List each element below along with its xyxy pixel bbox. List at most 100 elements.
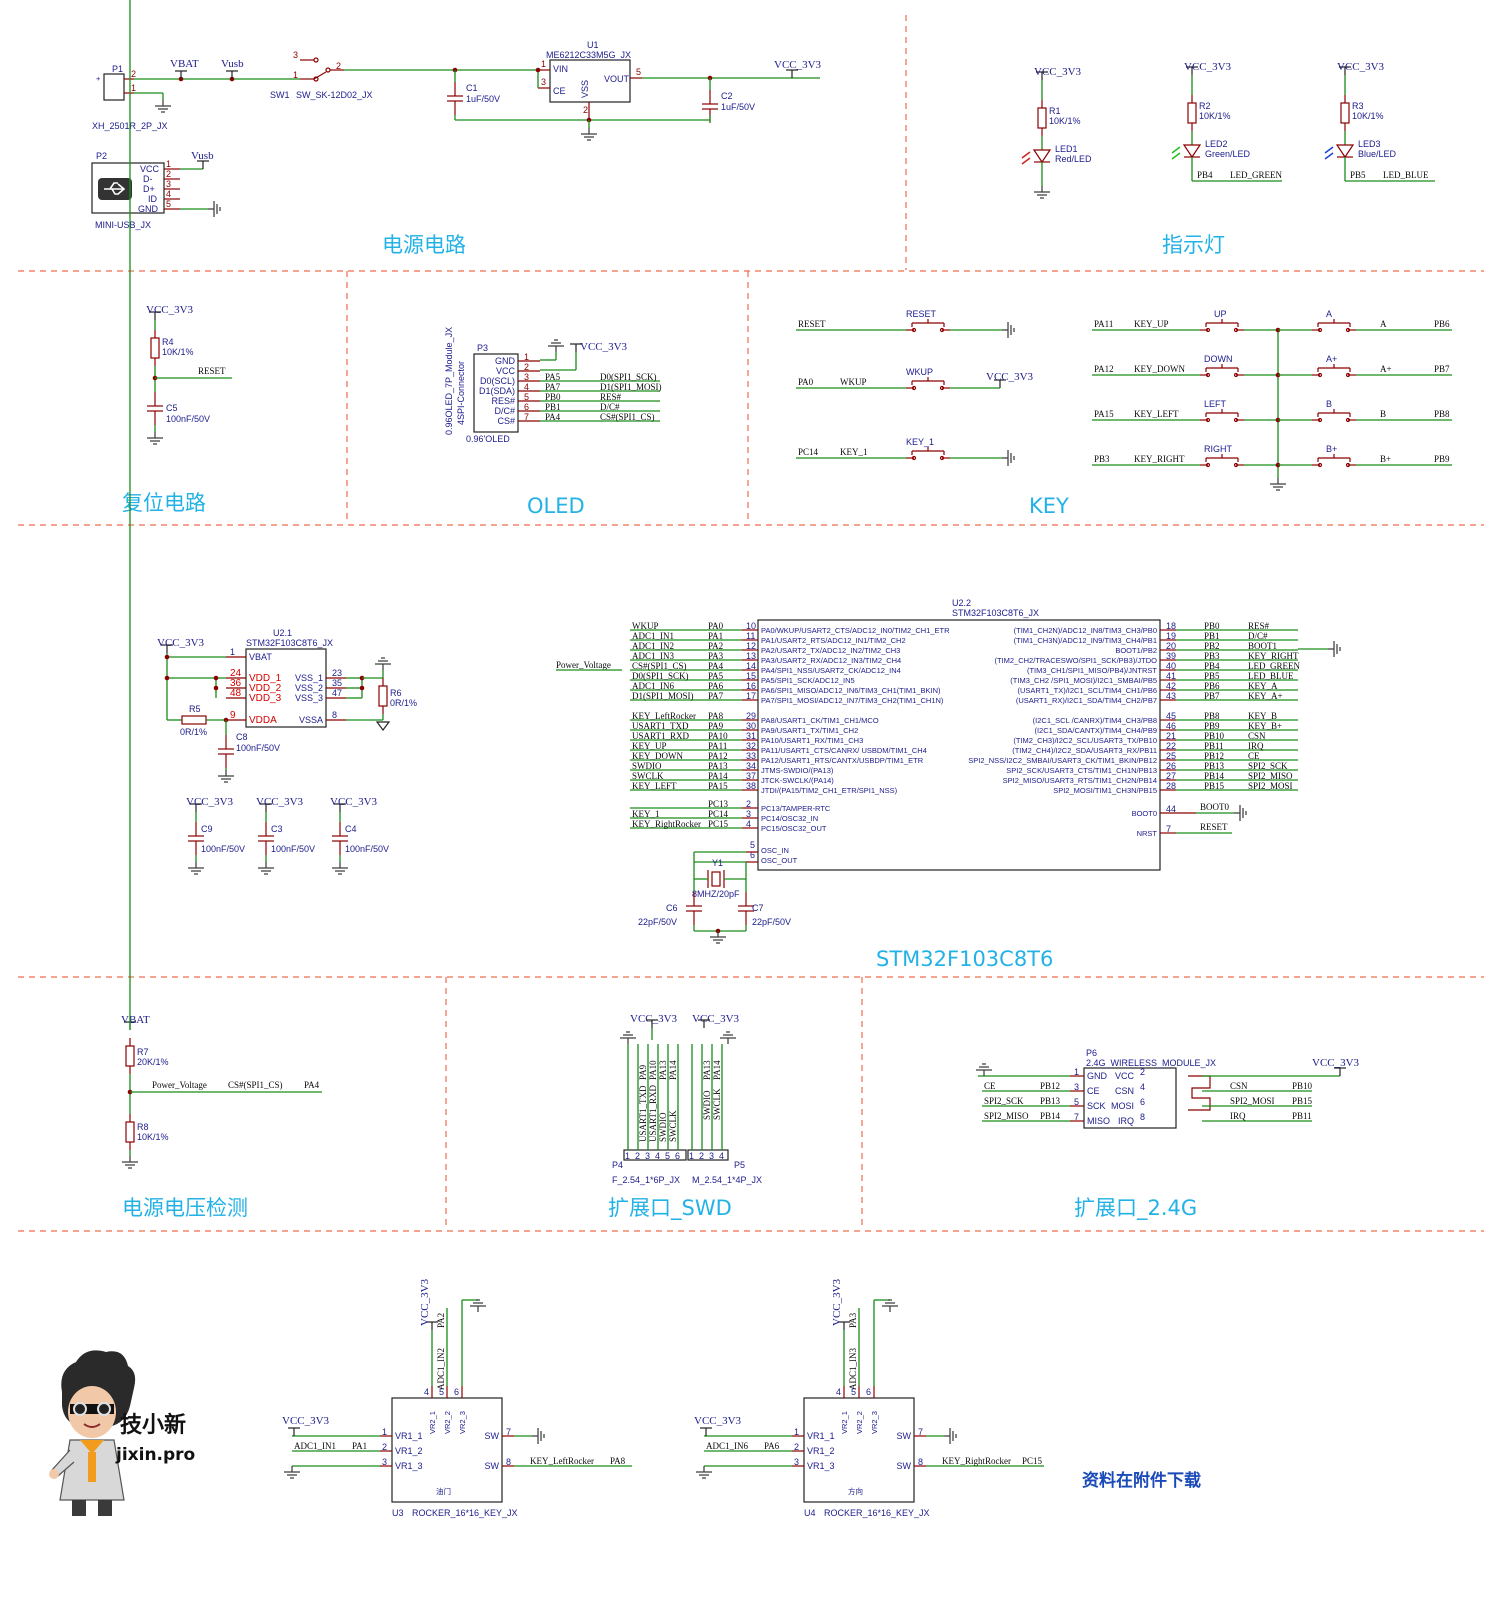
svg-text:10K/1%: 10K/1% xyxy=(137,1132,169,1142)
svg-text:5: 5 xyxy=(166,199,171,209)
pin-number: 1 xyxy=(794,1427,799,1437)
port-label: PA1 xyxy=(708,631,723,641)
pin-name: VR2_1 xyxy=(428,1411,437,1434)
signal-label: D/C# xyxy=(1248,631,1268,641)
vcc-net-label: VCC_3V3 xyxy=(1034,66,1082,78)
pushbutton xyxy=(1311,318,1357,333)
svg-text:CS#(SPI1_CS): CS#(SPI1_CS) xyxy=(228,1080,283,1090)
vcc-net-label: VCC_3V3 xyxy=(774,59,822,71)
pin-name: VR2_1 xyxy=(840,1411,849,1434)
key-name: A+ xyxy=(1326,354,1337,364)
pin-number: 33 xyxy=(746,751,756,761)
pin-name: VSS_2 xyxy=(295,683,323,693)
pin-function: SPI2_NSS/I2C2_SMBAI/USART3_CK/TIM1_BKIN/… xyxy=(968,756,1157,765)
signal-label: CS#(SPI1_CS) xyxy=(632,661,687,671)
oled-pin-name: GND xyxy=(495,356,516,366)
led-resistor xyxy=(1187,94,1197,132)
port-label: PA15 xyxy=(708,781,728,791)
port-label: PB7 xyxy=(1204,691,1220,701)
cap-value: 100nF/50V xyxy=(345,844,389,854)
port-label: PB8 xyxy=(1204,711,1220,721)
pin-name: SW xyxy=(897,1431,912,1441)
led-ref: LED1 xyxy=(1055,144,1078,154)
port-label: PB10 xyxy=(1204,731,1225,741)
svg-text:0R/1%: 0R/1% xyxy=(390,698,417,708)
pin-number: 6 xyxy=(750,850,755,860)
svg-text:VIN: VIN xyxy=(553,64,568,74)
resistor-value: 10K/1% xyxy=(1199,111,1231,121)
signal-label: SWCLK xyxy=(668,1110,678,1142)
signal-label: ADC1_IN3 xyxy=(632,651,674,661)
u1-ref: U1 xyxy=(587,40,599,50)
svg-text:2: 2 xyxy=(131,69,136,79)
pin-number: 6 xyxy=(454,1387,459,1397)
net-label: PA0 xyxy=(798,377,814,387)
pin-number: 4 xyxy=(424,1387,429,1397)
pin-number: 2 xyxy=(382,1442,387,1452)
rocker-name: 油门 xyxy=(436,1486,451,1496)
key-name: RIGHT xyxy=(1204,444,1233,454)
signal-label: KEY_LEFT xyxy=(1134,409,1179,419)
led-resistor xyxy=(1037,99,1047,137)
svg-text:3: 3 xyxy=(166,179,171,189)
signal-label: SWDIO xyxy=(658,1112,668,1142)
svg-text:GND: GND xyxy=(138,204,159,214)
section-title-ext-24g: 扩展口_2.4G xyxy=(1074,1196,1197,1221)
pin-name: VR1_3 xyxy=(807,1461,835,1471)
port-label: PB13 xyxy=(1040,1096,1061,1106)
signal-label: LED_GREEN xyxy=(1248,661,1300,671)
pushbutton xyxy=(1311,363,1357,378)
pin-number: 10 xyxy=(746,621,756,631)
cap-value: 100nF/50V xyxy=(201,844,245,854)
svg-text:VCC_3V3: VCC_3V3 xyxy=(1312,1057,1360,1069)
led-light-icon xyxy=(1021,151,1031,165)
pin-function: PA12/USART1_RTS/CANTX/USBDP/TIM1_ETR xyxy=(761,756,924,765)
signal-label: KEY_B xyxy=(1248,711,1277,721)
oled-pin-name: RES# xyxy=(491,396,515,406)
signal-label: SPI2_SCK xyxy=(984,1096,1024,1106)
svg-text:1: 1 xyxy=(541,59,546,69)
pin-number: 36 xyxy=(230,678,242,689)
vcc-net-label: VCC_3V3 xyxy=(1337,61,1385,73)
port-label: PA15 xyxy=(1094,409,1114,419)
svg-text:U2.2: U2.2 xyxy=(952,598,971,608)
pin-function: PA9/USART1_TX/TIM1_CH2 xyxy=(761,726,858,735)
pin-number: 1 xyxy=(689,1151,694,1161)
led-resistor xyxy=(1340,94,1350,132)
port-label: PB1 xyxy=(545,402,561,412)
signal-label: WKUP xyxy=(840,377,867,387)
pin-number: 7 xyxy=(1074,1112,1079,1122)
pin-function: PC13/TAMPER-RTC xyxy=(761,804,831,813)
pin-name: VR1_2 xyxy=(395,1446,423,1456)
svg-text:R4: R4 xyxy=(162,337,174,347)
svg-text:VCC_3V3: VCC_3V3 xyxy=(630,1013,678,1025)
port-label: PA3 xyxy=(848,1312,858,1328)
port-label: PC15 xyxy=(708,819,729,829)
pin-number: 11 xyxy=(746,631,755,641)
pin-name: IRQ xyxy=(1118,1116,1134,1126)
pin-number: 24 xyxy=(230,668,242,679)
mascot-icon xyxy=(49,1350,136,1516)
svg-text:R6: R6 xyxy=(390,688,402,698)
pin-number: 7 xyxy=(918,1427,923,1437)
signal-label: SWDIO xyxy=(702,1090,712,1120)
pin-number: 6 xyxy=(1140,1097,1145,1107)
port-label: PA4 xyxy=(545,412,561,422)
pin-number: 46 xyxy=(1166,721,1176,731)
svg-text:4SPI-Connector: 4SPI-Connector xyxy=(456,361,466,425)
signal-label: ADC1_IN3 xyxy=(848,1348,858,1390)
vcc-net-label: VCC_3V3 xyxy=(186,796,234,808)
pin-number: 5 xyxy=(851,1387,856,1397)
port-label: PB12 xyxy=(1204,751,1224,761)
key-name: A xyxy=(1326,309,1332,319)
port-label: PA6 xyxy=(708,681,724,691)
pin-number: 8 xyxy=(918,1457,923,1467)
pin-function: (USART1_RX)/I2C1_SDA/TIM4_CH2/PB7 xyxy=(1016,696,1157,705)
c2-ref: C2 xyxy=(721,91,733,101)
pushbutton xyxy=(905,446,951,461)
rocker-part: ROCKER_16*16_KEY_JX xyxy=(412,1508,518,1518)
u1-part: ME6212C33M5G_JX xyxy=(546,50,631,60)
svg-text:22pF/50V: 22pF/50V xyxy=(752,917,791,927)
